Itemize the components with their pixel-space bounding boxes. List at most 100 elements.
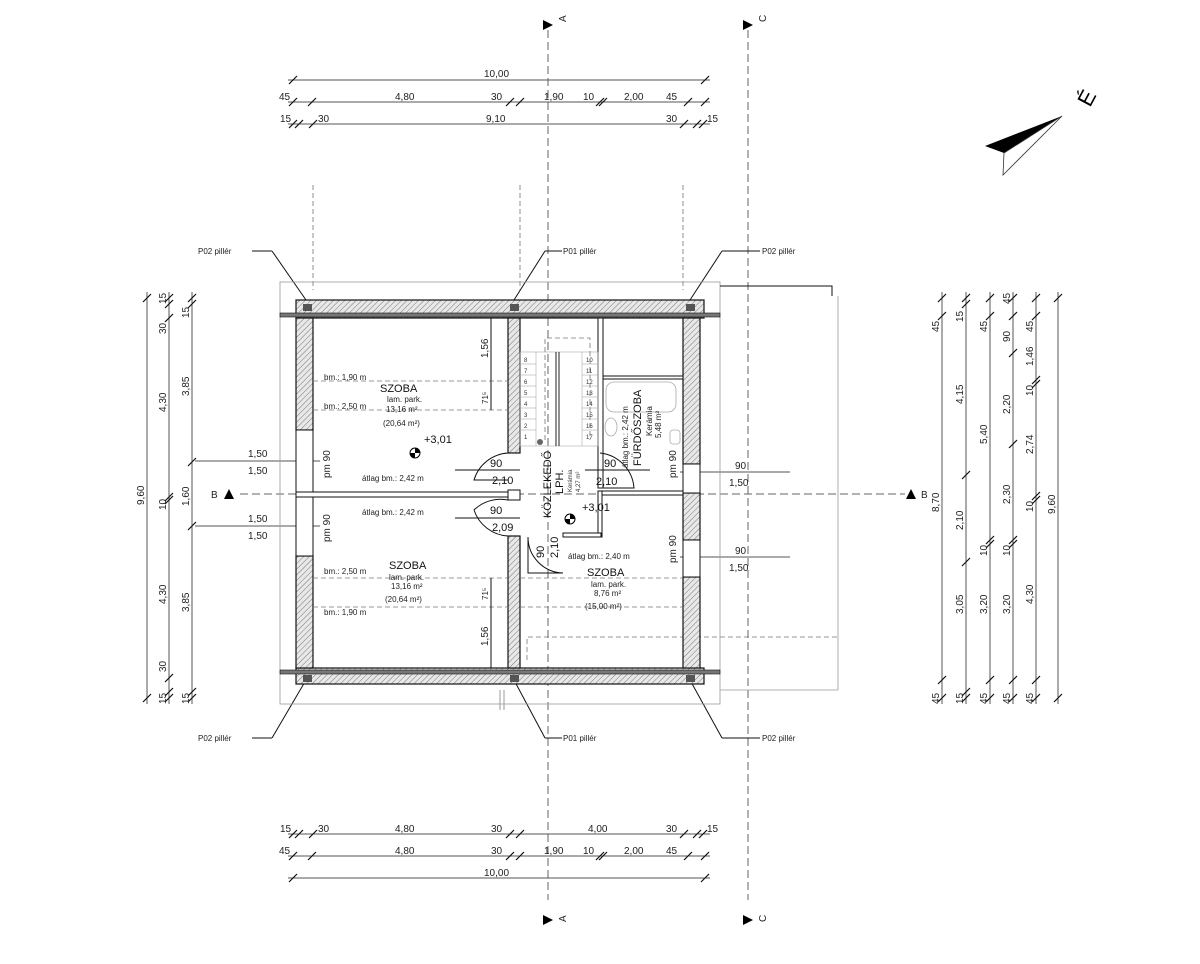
room-name: FÜRDŐSZOBA bbox=[630, 389, 644, 466]
dim-label: 30 bbox=[158, 660, 169, 672]
stair-step-number: 4 bbox=[524, 402, 528, 408]
dim-label: 15 bbox=[955, 310, 966, 322]
bathroom-fixtures bbox=[604, 381, 681, 445]
stair-step-number: 5 bbox=[524, 391, 528, 397]
dim-label: 9,60 bbox=[136, 485, 147, 505]
ceiling-height: bm.: 2,50 m bbox=[324, 402, 367, 411]
dim-label: 15 bbox=[181, 692, 192, 704]
dim-label: 45 bbox=[931, 692, 942, 704]
dim-label: 30 bbox=[318, 824, 330, 835]
dim-label: 4,80 bbox=[395, 846, 415, 857]
window-sill-label: pm 90 bbox=[322, 514, 333, 542]
dim-label: 45 bbox=[931, 320, 942, 332]
dim-label: 1,90 bbox=[544, 846, 564, 857]
room-bedroom-1: SZOBA lam. park. 13,16 m² (20,64 m²) +3,… bbox=[322, 338, 491, 483]
section-arrow-icon bbox=[224, 489, 234, 499]
dim-label: 30 bbox=[491, 846, 503, 857]
dim-label: 3,85 bbox=[181, 592, 192, 612]
dim-label: 1,60 bbox=[181, 486, 192, 506]
dim-label: 15 bbox=[707, 824, 719, 835]
dim-label: 9,60 bbox=[1047, 494, 1058, 514]
room-area: 4,27 m² bbox=[576, 472, 582, 492]
dim-label: 15 bbox=[158, 692, 169, 704]
section-line-a: A A bbox=[543, 15, 569, 925]
dim-label: 30 bbox=[318, 114, 330, 125]
window-dim-label: 1,50 bbox=[729, 563, 749, 574]
stair-step-number: 2 bbox=[524, 424, 528, 430]
stair-step-number: 17 bbox=[586, 435, 593, 441]
door-height-label: 2,09 bbox=[492, 522, 513, 534]
north-label: É bbox=[1072, 86, 1101, 111]
dim-label: 2,30 bbox=[1002, 484, 1013, 504]
ceiling-lines bbox=[313, 318, 683, 668]
room-gross-area: (20,64 m²) bbox=[385, 595, 422, 604]
door-height-label: 2,10 bbox=[596, 476, 617, 488]
dim-label: 10 bbox=[1025, 500, 1036, 512]
room-name: SZOBA bbox=[587, 567, 625, 579]
dim-label: 90 bbox=[1002, 330, 1013, 342]
room-floor: Kerámia bbox=[645, 406, 654, 436]
dim-label: 2,74 bbox=[1025, 434, 1036, 454]
pillar-callouts: P02 pillér P01 pillér P02 pillér P02 pil… bbox=[198, 247, 796, 743]
room-bathroom: FÜRDŐSZOBA Kerámia 5,48 m² átlag bm.: 2,… bbox=[621, 389, 679, 478]
dim-label: 3,20 bbox=[979, 594, 990, 614]
stair-step-number: 6 bbox=[524, 380, 528, 386]
dim-label: 45 bbox=[666, 846, 678, 857]
ceiling-height: bm.: 1,90 m bbox=[324, 608, 367, 617]
section-arrow-icon bbox=[743, 20, 753, 30]
walls bbox=[279, 299, 721, 685]
dim-label: 3,20 bbox=[1002, 594, 1013, 614]
window-dim-label: 1,50 bbox=[248, 514, 268, 525]
avg-ceiling-height: átlag bm.: 2,40 m bbox=[568, 552, 630, 561]
pillar bbox=[686, 675, 695, 682]
section-label-c-bottom: C bbox=[758, 915, 769, 922]
staircase: 8 7 6 5 4 3 2 1 10 11 12 13 14 15 16 17 bbox=[519, 337, 599, 447]
pillar bbox=[303, 304, 312, 311]
section-label-c-top: C bbox=[758, 15, 769, 22]
dim-label: 30 bbox=[666, 824, 678, 835]
avg-ceiling-height: átlag bm.: 2,42 m bbox=[362, 474, 424, 483]
window-sill-label: pm 90 bbox=[668, 535, 679, 563]
door-width-label: 90 bbox=[535, 546, 547, 558]
room-area: 5,48 m² bbox=[654, 411, 663, 438]
pillar bbox=[510, 675, 519, 682]
door-width-label: 90 bbox=[490, 505, 502, 517]
section-arrow-icon bbox=[906, 489, 916, 499]
stair-step-number: 3 bbox=[524, 413, 528, 419]
dim-label: 45 bbox=[666, 92, 678, 103]
dim-label: 45 bbox=[279, 846, 291, 857]
dim-label: 8,70 bbox=[931, 492, 942, 512]
dim-label: 10 bbox=[583, 92, 595, 103]
room-area: 13,16 m² bbox=[391, 582, 423, 591]
room-bedroom-2: átlag bm.: 2,42 m pm 90 SZOBA lam. park.… bbox=[322, 508, 491, 646]
room-gross-area: (15,00 m²) bbox=[585, 602, 622, 611]
room-floor: lam. park. bbox=[389, 573, 424, 582]
dim-label: 1,90 bbox=[544, 92, 564, 103]
dim-label: 15 bbox=[280, 114, 292, 125]
dim-label: 9,10 bbox=[486, 114, 506, 125]
dim-label: 5,40 bbox=[979, 424, 990, 444]
level-marker-icon bbox=[409, 447, 576, 525]
room-name: SZOBA bbox=[380, 383, 418, 395]
bottom-dimensions: 15 30 4,80 30 4,00 30 15 45 4,80 30 1,90… bbox=[279, 824, 719, 883]
dim-label: 45 bbox=[1002, 292, 1013, 304]
dim-label: 10 bbox=[979, 544, 990, 556]
dim-label: 15 bbox=[158, 292, 169, 304]
dim-label: 15 bbox=[955, 692, 966, 704]
dim-label: 71⁵ bbox=[481, 392, 490, 404]
ceiling-height: bm.: 1,90 m bbox=[324, 373, 367, 382]
section-label-a-bottom: A bbox=[558, 915, 569, 922]
stair-step-number: 7 bbox=[524, 369, 528, 375]
callout-p01-pillar: P01 pillér bbox=[563, 247, 597, 256]
window-dim-label: 1,50 bbox=[248, 466, 268, 477]
callout-p02-pillar: P02 pillér bbox=[762, 734, 796, 743]
room-bedroom-3: átlag bm.: 2,40 m SZOBA lam. park. 8,76 … bbox=[568, 535, 679, 611]
dim-label: 71⁵ bbox=[481, 588, 490, 600]
window-dim-label: 1,50 bbox=[248, 449, 268, 460]
avg-ceiling-height: átlag bm.: 2,42 m bbox=[621, 406, 630, 468]
dim-label: 3,05 bbox=[955, 594, 966, 614]
stair-step-number: 15 bbox=[586, 413, 593, 419]
callout-p02-pillar: P02 pillér bbox=[198, 247, 232, 256]
dim-label: 10 bbox=[158, 498, 169, 510]
